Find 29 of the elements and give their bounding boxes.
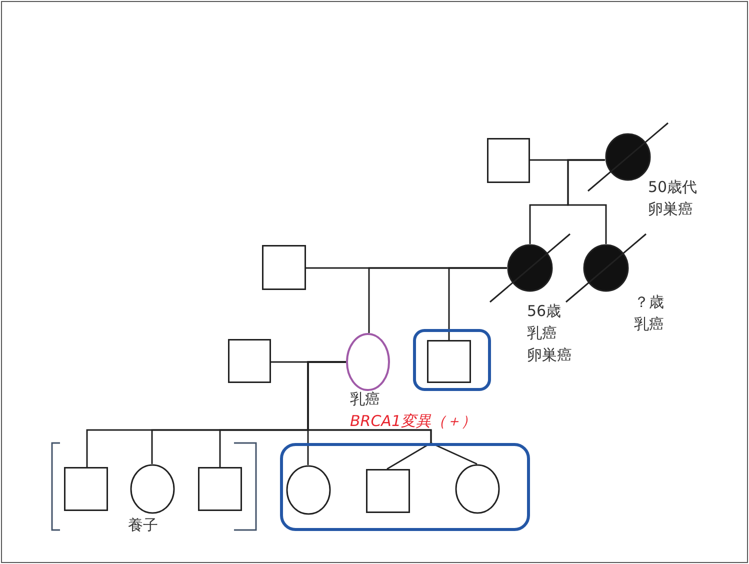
- pedigree-line: [567, 159, 607, 244]
- annotation-text: 卵巣癌: [648, 200, 693, 218]
- highlight-box: [413, 329, 491, 391]
- pedigree-line: [307, 361, 478, 465]
- annotation-text: 乳癌: [527, 324, 557, 342]
- male-square: [228, 339, 271, 383]
- bracket-label: 養子: [128, 516, 158, 534]
- male-square: [487, 138, 530, 183]
- male-square: [427, 340, 471, 383]
- female-circle: [346, 333, 390, 391]
- annotation-text: 乳癌: [634, 315, 664, 333]
- affected-female-circle: [507, 244, 553, 292]
- male-square: [64, 467, 108, 511]
- female-circle: [286, 465, 331, 515]
- annotation-text: 50歳代: [648, 178, 698, 196]
- affected-female-circle: [605, 133, 651, 181]
- annotation-text: 56歳: [527, 302, 562, 320]
- male-square: [198, 467, 242, 511]
- annotation-text: 卵巣癌: [527, 346, 572, 364]
- annotation-text: BRCA1変異（＋）: [350, 412, 476, 430]
- pedigree-line: [448, 267, 507, 340]
- male-square: [366, 469, 410, 513]
- female-circle: [130, 464, 175, 514]
- highlight-box: [280, 443, 530, 531]
- annotation-text: 乳癌: [350, 390, 380, 408]
- female-circle: [455, 464, 500, 514]
- affected-female-circle: [583, 244, 629, 292]
- annotation-text: ？歳: [634, 293, 664, 311]
- male-square: [262, 245, 306, 290]
